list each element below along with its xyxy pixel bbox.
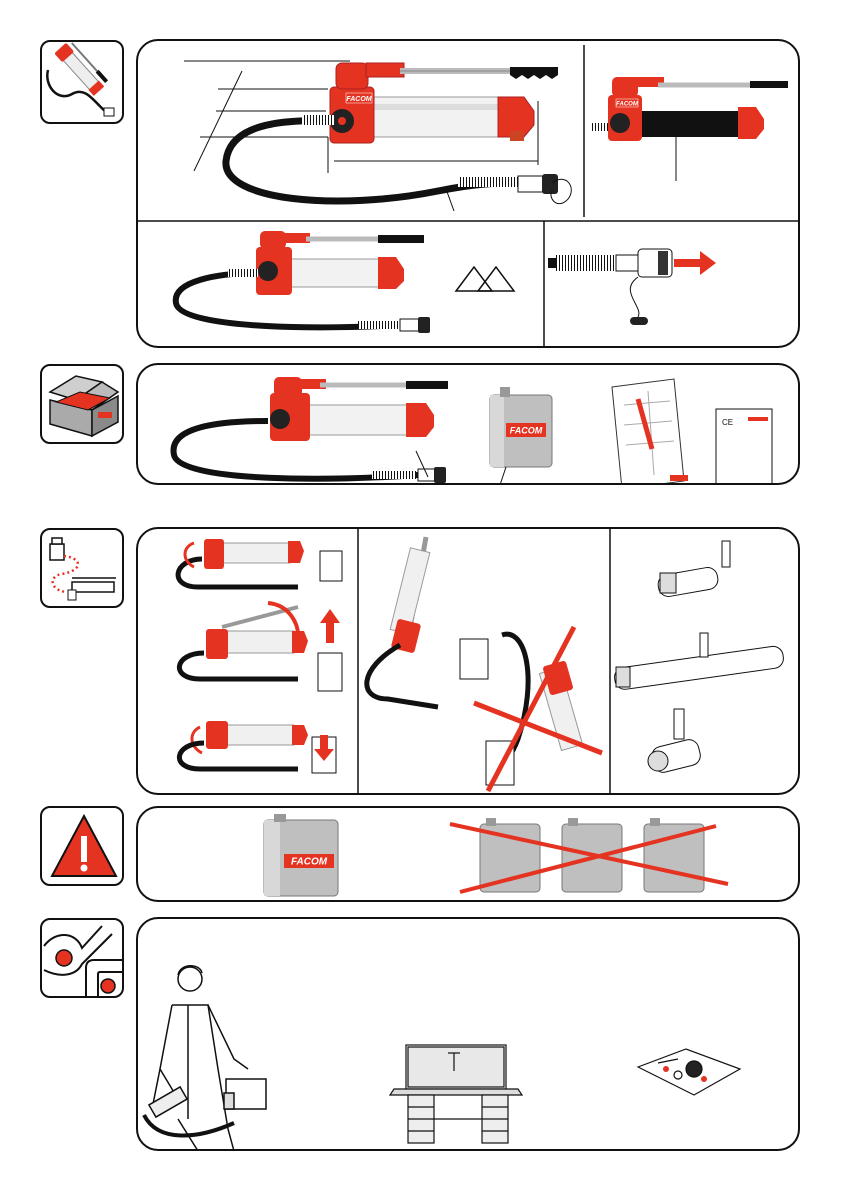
correct-orientation [367,537,488,707]
adapter-tee-short [657,541,730,598]
connection-diagram-icon [40,528,124,608]
step-pump [179,603,342,691]
pump-without-hose-illustration: FACOM [590,77,788,181]
unapproved-oil-cans [450,818,728,892]
pump-assembled-illustration [176,231,514,333]
wrench-hex-key-icon [40,918,124,998]
connection-panel [136,527,800,795]
adapter-elbow [648,709,702,774]
svg-text:FACOM: FACOM [616,102,639,108]
seal-kit-illustration [638,1049,740,1095]
maintenance-panel [136,917,800,1151]
adapter-tee-long [613,633,784,691]
ce-mark: CE [722,418,733,427]
workbench-illustration [390,1045,522,1143]
wrong-orientation [474,627,602,791]
hydraulic-pump-icon [40,40,124,124]
step-open-valve [178,539,342,587]
open-toolbox-icon [40,364,124,444]
oil-warning-panel: FACOM [136,806,800,902]
pump-kit-illustration [174,377,448,483]
svg-text:FACOM: FACOM [510,426,543,436]
approved-oil-can: FACOM [264,814,338,896]
box-contents-panel: FACOM CE [136,363,800,485]
step-release [179,721,336,773]
warning-triangle-icon [40,806,124,886]
pump-overview-panel: FACOM [136,39,800,348]
user-manual-illustration: CE [612,379,772,485]
facom-logo: FACOM [346,96,371,103]
coupler-detail-illustration [548,249,716,325]
oil-can-illustration: FACOM [490,387,552,485]
hand-pump-illustration: FACOM [184,61,571,211]
svg-text:FACOM: FACOM [291,857,328,868]
technician-illustration [144,966,266,1151]
